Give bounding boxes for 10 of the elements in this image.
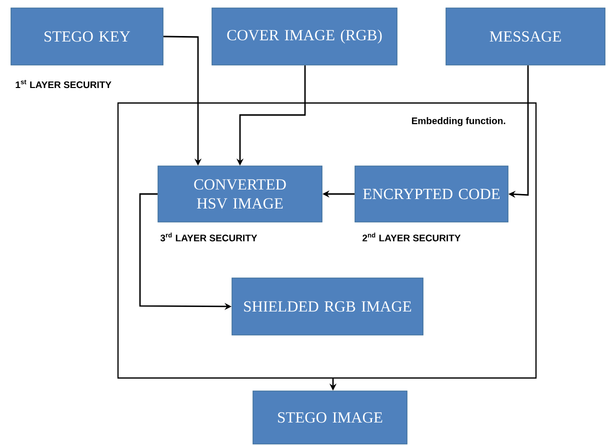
layer-label: 1$^{st}$ LAYER SECURITY (16, 80, 112, 88)
process-box: ENCRYPTED CODE (354, 166, 508, 222)
process-box: STEGO IMAGE (252, 390, 408, 444)
layer-label: 3$^{rd}$ LAYER SECURITY (160, 232, 258, 242)
process-box: COVER IMAGE (RGB) (212, 8, 398, 66)
process-box: SHIELDED RGB IMAGE (232, 278, 424, 336)
layer-label: 2$^{nd}$ LAYER SECURITY (362, 232, 461, 242)
process-box: STEGO KEY (10, 8, 164, 66)
process-box: MESSAGE (446, 8, 606, 66)
process-box: CONVERTED HSV IMAGE (158, 166, 322, 222)
